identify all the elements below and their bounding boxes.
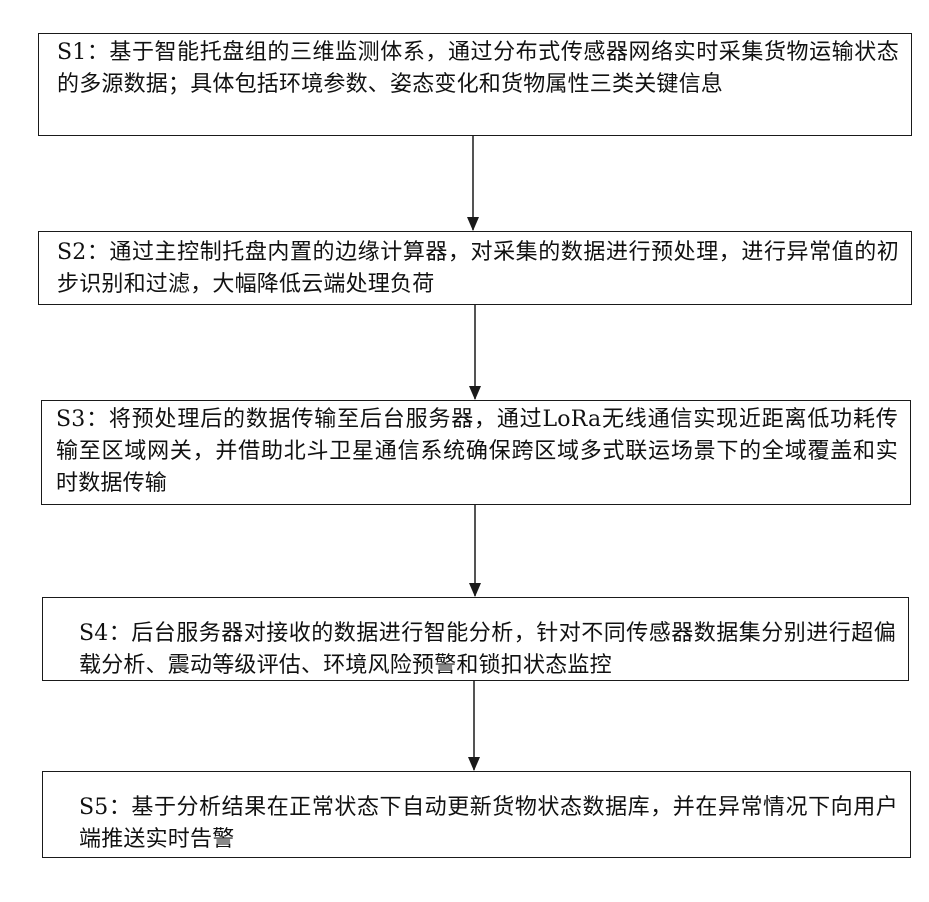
- arrowhead-s4-s5: [468, 757, 480, 771]
- arrowhead-s2-s3: [469, 386, 481, 400]
- arrowhead-s3-s4: [469, 583, 481, 597]
- arrowhead-s1-s2: [467, 217, 479, 231]
